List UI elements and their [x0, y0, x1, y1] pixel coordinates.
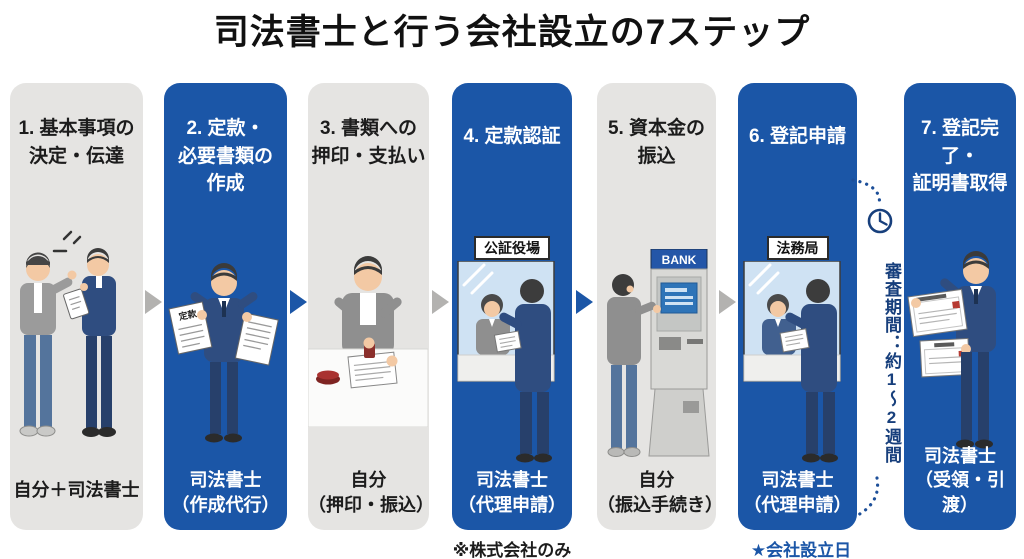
step-2-title-line1: 2. 定款・: [186, 118, 265, 139]
footnote-kabushiki-only: ※株式会社のみ: [452, 541, 572, 559]
step-6-actor-line1: 司法書士: [761, 470, 834, 491]
step-card-5: 5. 資本金の 振込 BANK: [597, 83, 723, 530]
step-1-actor-line1: 自分＋司法書士: [13, 479, 140, 500]
step-6-actor-label: 司法書士 （代理申請）: [738, 468, 857, 517]
step-1-title: 1. 基本事項の 決定・伝達: [10, 83, 143, 170]
step-1-title-line2: 決定・伝達: [28, 145, 124, 167]
step-3-actor-line1: 自分: [350, 470, 387, 491]
papers-icon: [493, 330, 522, 353]
scrivener-with-certificates-illustration: [907, 251, 996, 449]
clipboard-icon: [63, 288, 90, 320]
step-7-title-line1: 7. 登記完了・: [920, 118, 1000, 167]
step-7-title-line2: 証明書取得: [912, 173, 1008, 195]
step-6-title: 6. 登記申請: [738, 83, 857, 151]
step-4-actor-line1: 司法書士: [476, 470, 548, 491]
step-2-title: 2. 定款・ 必要書類の 作成: [164, 83, 287, 198]
step-2-title-line2: 必要書類の: [177, 145, 273, 167]
footnote-establishment-date: ★会社設立日: [750, 541, 852, 559]
arrow-step1-to-step2-icon: [145, 290, 162, 314]
notary-office-sign: 公証役場: [474, 236, 550, 261]
document-icon: [234, 312, 279, 366]
notary-counter-illustration: [457, 261, 555, 463]
step-card-3: 3. 書類への 押印・支払い 自分 （押印・振込）: [308, 83, 434, 530]
step-card-6: 6. 登記申請 法務局 司法書士 （代理申請: [738, 83, 857, 530]
scrivener-holding-documents-illustration: 定款: [168, 263, 279, 443]
step-card-2: 2. 定款・ 必要書類の 作成 定款: [164, 83, 287, 530]
step-3-title: 3. 書類への 押印・支払い: [308, 83, 429, 170]
step-4-title: 4. 定款認証: [452, 83, 572, 151]
dotted-arrow-bottom: [856, 476, 880, 517]
legal-bureau-counter-illustration: [743, 261, 841, 463]
man-at-atm-illustration: BANK: [607, 249, 710, 457]
svg-text:BANK: BANK: [662, 253, 697, 267]
step-5-title-line1: 5. 資本金の: [607, 118, 706, 139]
step-4-actor-label: 司法書士 （代理申請）: [452, 468, 572, 517]
step-5-actor-line2: （振込手続き）: [597, 494, 723, 515]
arrow-step3-to-step4-icon: [432, 290, 449, 314]
step-7-title: 7. 登記完了・ 証明書取得: [904, 83, 1016, 198]
arrow-step5-to-step6-icon: [719, 290, 736, 314]
step-6-actor-line2: （代理申請）: [743, 494, 852, 515]
arrow-step2-to-step3-icon: [290, 290, 307, 314]
notary-office-sign-label: 公証役場: [484, 240, 540, 256]
certificate-icon: [907, 288, 968, 338]
man-stamping-document-illustration: [308, 256, 428, 427]
step-2-actor-line2: （作成代行）: [171, 494, 280, 515]
legal-affairs-bureau-sign-label: 法務局: [776, 240, 819, 256]
legal-affairs-bureau-sign: 法務局: [766, 236, 829, 261]
step-card-7: 7. 登記完了・ 証明書取得: [904, 83, 1016, 530]
step-3-title-line2: 押印・支払い: [311, 145, 426, 167]
step-4-actor-line2: （代理申請）: [458, 494, 566, 515]
svg-text:定款: 定款: [177, 307, 199, 322]
step-5-title-line2: 振込: [637, 145, 676, 167]
step-4-title-line1: 4. 定款認証: [463, 126, 561, 147]
two-people-talking-illustration: [19, 230, 116, 437]
step-7-actor-label: 司法書士 （受領・引渡）: [904, 444, 1016, 517]
step-3-actor-label: 自分 （押印・振込）: [308, 468, 434, 517]
step-card-1: 1. 基本事項の 決定・伝達: [10, 83, 143, 530]
step-5-actor-label: 自分 （振込手続き）: [597, 468, 723, 517]
step-3-actor-line2: （押印・振込）: [308, 494, 434, 515]
arrow-step4-to-step5-icon: [576, 290, 593, 314]
step-6-title-line1: 6. 登記申請: [748, 126, 847, 147]
step-card-4: 4. 定款認証 公証役場 司法書士 （代理申: [452, 83, 572, 530]
atm-icon: BANK: [648, 249, 710, 457]
review-period-label: 審査期間：約1〜2週間: [882, 262, 901, 464]
page-title: 司法書士と行う会社設立の7ステップ: [213, 13, 811, 52]
step-1-actor-label: 自分＋司法書士: [10, 478, 143, 502]
step-2-title-line3: 作成: [206, 173, 245, 195]
step-5-actor-line1: 自分: [638, 470, 675, 491]
clock-icon: [867, 208, 893, 234]
papers-icon: [779, 328, 810, 353]
step-7-actor-line1: 司法書士: [924, 446, 996, 467]
step-1-title-line1: 1. 基本事項の: [18, 118, 135, 139]
step-7-actor-line2: （受領・引渡）: [915, 470, 1005, 515]
step-2-actor-label: 司法書士 （作成代行）: [164, 468, 287, 517]
step-5-title: 5. 資本金の 振込: [597, 83, 716, 170]
step-2-actor-line1: 司法書士: [189, 470, 262, 491]
step-3-title-line1: 3. 書類への: [319, 118, 418, 139]
